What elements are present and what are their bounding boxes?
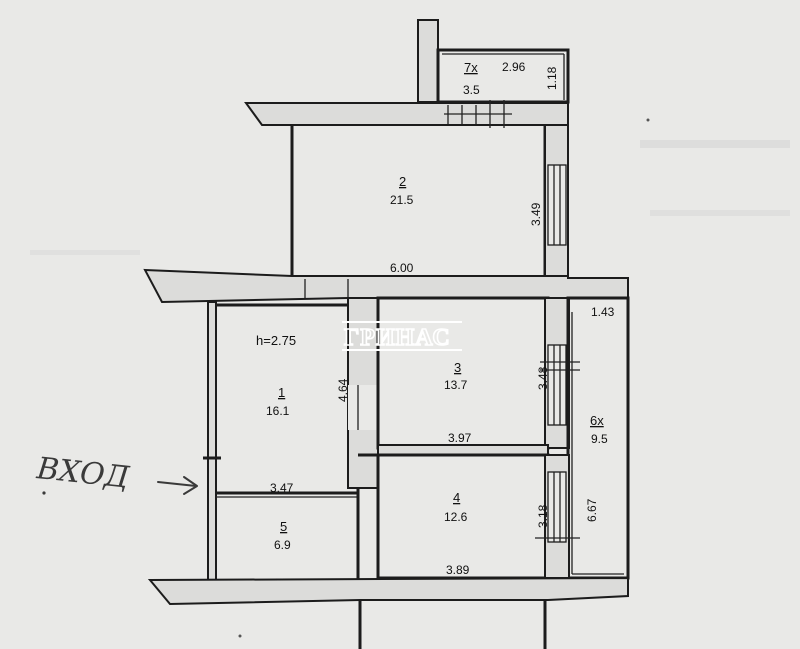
upper-wall (244, 100, 569, 128)
room-2-walls (290, 124, 569, 280)
room-3-walls (376, 296, 580, 456)
room-7x-number: 7х (464, 60, 478, 75)
bottom-wall (147, 576, 629, 649)
watermark-text: ГРИНАС (344, 325, 451, 351)
room-4-number: 4 (453, 490, 460, 505)
room-3-area: 13.7 (444, 378, 468, 392)
dim-loggia-width: 1.43 (591, 305, 615, 319)
entrance-annotation: ВХОД (34, 451, 198, 496)
dim-balcony-length: 2.96 (502, 60, 526, 74)
room-4-area: 12.6 (444, 510, 468, 524)
room-1-number: 1 (278, 385, 285, 400)
dim-room2-width: 6.00 (390, 261, 414, 275)
entrance-arrow-icon (157, 481, 197, 487)
paper-texture (30, 140, 790, 255)
room-6x-area: 9.5 (591, 432, 608, 446)
room-2-number: 2 (399, 174, 406, 189)
dim-loggia-length: 6.67 (585, 498, 599, 522)
dim-room4-depth: 3.18 (536, 504, 550, 528)
dim-room3-depth: 3.48 (536, 366, 550, 390)
dim-room3-width: 3.97 (448, 431, 472, 445)
room-5-number: 5 (280, 519, 287, 534)
room-1-area: 16.1 (266, 404, 290, 418)
dim-room1-width: 3.47 (270, 481, 294, 495)
dim-room2-depth: 3.49 (529, 202, 543, 226)
ceiling-height: h=2.75 (256, 333, 296, 348)
dim-balcony-width: 1.18 (545, 66, 559, 90)
room-3-number: 3 (454, 360, 461, 375)
room-5-area: 6.9 (274, 538, 291, 552)
room-2-area: 21.5 (390, 193, 414, 207)
entrance-note: ВХОД (34, 451, 131, 496)
room-7x-area: 3.5 (463, 83, 480, 97)
room-6x-number: 6х (590, 413, 604, 428)
watermark: ГРИНАС (342, 321, 462, 352)
dim-room1-depth: 4.64 (336, 378, 350, 402)
dim-room4-width: 3.89 (446, 563, 470, 577)
